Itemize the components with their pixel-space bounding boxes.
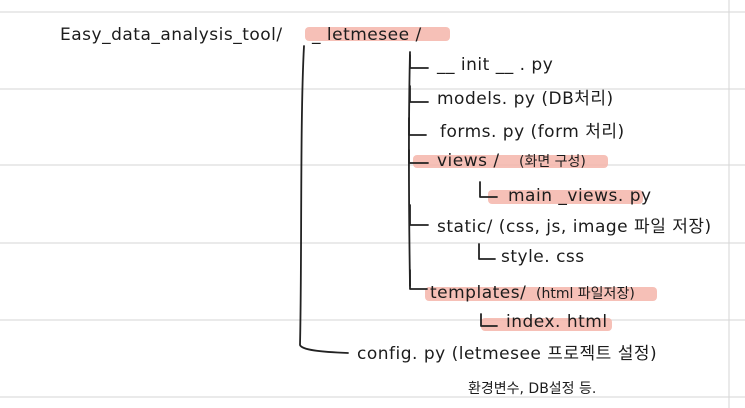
views-dir-note: (화면 구성)	[519, 154, 586, 170]
main-views-file-label: main _views. py	[508, 186, 652, 206]
templates-dir-note: (html 파일저장)	[536, 286, 635, 302]
app-root-label: _ letmesee /	[311, 25, 422, 45]
branch-templates	[409, 269, 428, 290]
highlight-letmesee	[305, 27, 450, 41]
branch-init	[409, 54, 429, 69]
root-path-label: Easy_data_analysis_tool/	[60, 25, 283, 45]
branch-static	[409, 204, 429, 226]
branch-views	[408, 149, 429, 164]
branch-style	[478, 243, 496, 260]
highlight-views	[413, 155, 608, 168]
config-file-label: config. py (letmesee 프로젝트 설정)	[357, 344, 657, 364]
branch-index	[480, 313, 498, 327]
models-file-label: models. py (DB처리)	[437, 89, 614, 109]
branch-forms	[408, 117, 427, 136]
highlights	[305, 27, 657, 331]
views-dir-label: views /	[437, 151, 500, 171]
templates-dir-label: templates/	[430, 283, 526, 303]
static-dir-label: static/ (css, js, image 파일 저장)	[437, 217, 712, 237]
highlight-index	[481, 318, 612, 331]
trunk-line	[299, 45, 349, 354]
tree-connectors	[299, 45, 498, 354]
highlight-main-views	[488, 190, 643, 204]
branch-models	[409, 85, 429, 103]
style-file-label: style. css	[501, 247, 585, 267]
app-trunk-line	[407, 51, 411, 287]
branch-main-views	[479, 181, 498, 198]
index-file-label: index. html	[506, 312, 608, 332]
config-note-label: 환경변수, DB설정 등.	[468, 381, 596, 397]
forms-file-label: forms. py (form 처리)	[440, 122, 625, 142]
tree-labels: Easy_data_analysis_tool/ _ letmesee / __…	[60, 25, 712, 397]
init-file-label: __ init __ . py	[436, 55, 553, 75]
highlight-templates	[425, 287, 657, 301]
